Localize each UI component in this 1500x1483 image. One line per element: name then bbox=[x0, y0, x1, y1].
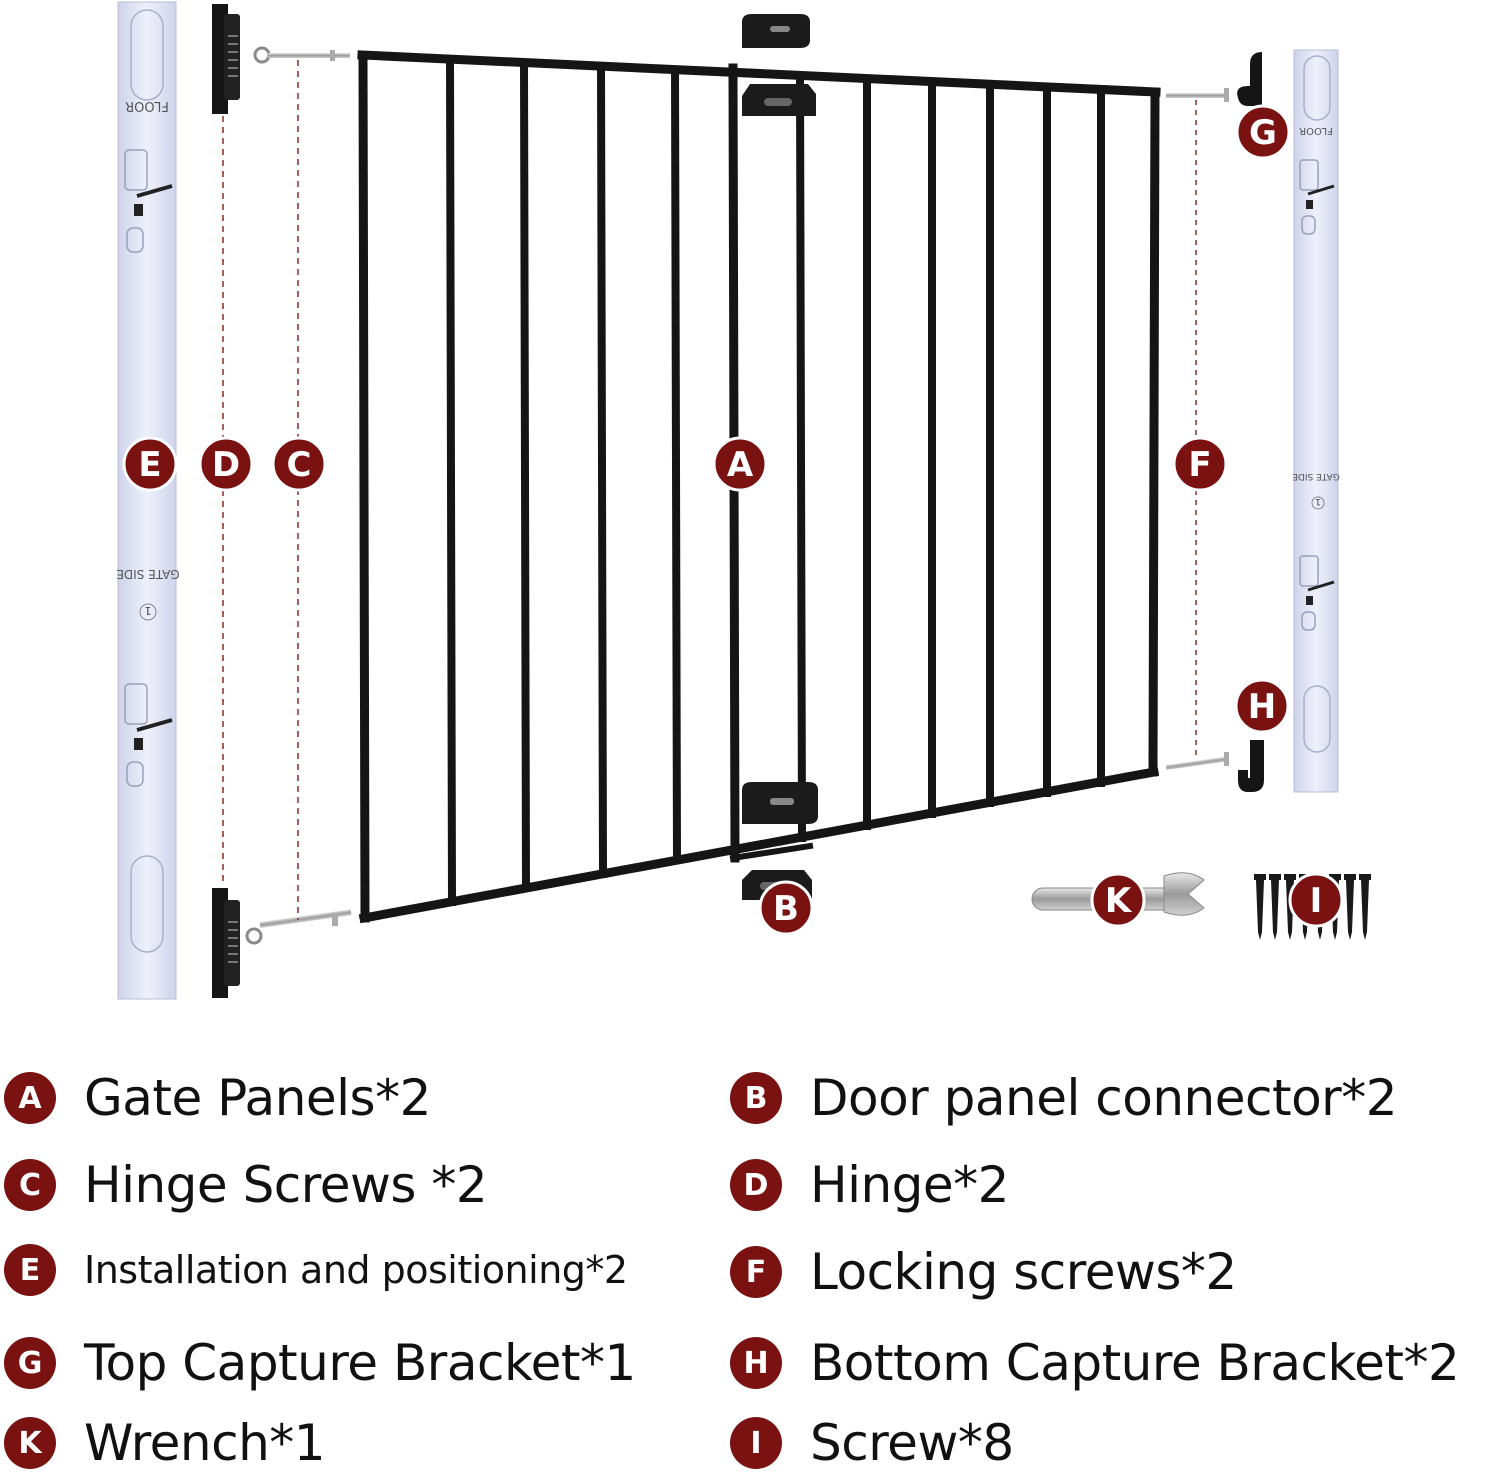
legend-item-i: I Screw*8 bbox=[730, 1403, 1014, 1483]
right-gate-side-label: GATE SIDE bbox=[1292, 471, 1340, 481]
legend-text-b: Door panel connector*2 bbox=[810, 1069, 1398, 1127]
legend-item-c: C Hinge Screws *2 bbox=[4, 1145, 488, 1225]
legend-item-a: A Gate Panels*2 bbox=[4, 1058, 431, 1138]
right-floor-label: FLOOR bbox=[1299, 125, 1333, 136]
bottom-capture-bracket bbox=[1238, 740, 1264, 792]
legend-item-e: E Installation and positioning*2 bbox=[4, 1230, 628, 1310]
callout-badge-k: K bbox=[1090, 872, 1146, 928]
bottom-hinge-screw bbox=[245, 909, 352, 945]
left-positioning-strip: FLOOR GATE SIDE 1 bbox=[116, 1, 180, 1000]
legend-badge-d: D bbox=[730, 1159, 782, 1211]
legend-badge-i: I bbox=[730, 1417, 782, 1469]
callout-c-letter: C bbox=[287, 445, 312, 485]
callout-f-letter: F bbox=[1188, 445, 1211, 485]
left-strip-clip-top bbox=[124, 149, 148, 253]
legend-badge-e: E bbox=[4, 1244, 56, 1296]
legend-text-a: Gate Panels*2 bbox=[84, 1069, 431, 1127]
callout-badge-f: F bbox=[1172, 436, 1228, 492]
callout-badge-b: B bbox=[758, 880, 814, 936]
legend-badge-c: C bbox=[4, 1159, 56, 1211]
callout-d-letter: D bbox=[212, 445, 240, 485]
gate-panels bbox=[357, 50, 1161, 924]
legend-item-f: F Locking screws*2 bbox=[730, 1232, 1237, 1312]
legend-badge-f: F bbox=[730, 1246, 782, 1298]
right-positioning-strip: FLOOR GATE SIDE 1 bbox=[1292, 49, 1340, 793]
top-hinge bbox=[212, 4, 240, 114]
callout-g-letter: G bbox=[1249, 113, 1277, 153]
gate-parts-diagram: FLOOR GATE SIDE 1 FLOOR GATE SIDE 1 bbox=[116, 1, 1371, 1000]
callout-badge-d: D bbox=[198, 436, 254, 492]
legend-text-k: Wrench*1 bbox=[84, 1414, 326, 1472]
left-strip-clip-bottom bbox=[124, 683, 148, 787]
right-strip-clip-bottom bbox=[1299, 555, 1319, 631]
legend-text-e: Installation and positioning*2 bbox=[84, 1248, 628, 1292]
callout-a-letter: A bbox=[727, 445, 754, 485]
legend-badge-a: A bbox=[4, 1072, 56, 1124]
bottom-connector bbox=[742, 782, 818, 824]
legend-item-g: G Top Capture Bracket*1 bbox=[4, 1323, 636, 1403]
legend-badge-g: G bbox=[4, 1337, 56, 1389]
parts-legend: A Gate Panels*2 B Door panel connector*2… bbox=[0, 1055, 1500, 1476]
legend-badge-b: B bbox=[730, 1072, 782, 1124]
callout-h-letter: H bbox=[1248, 687, 1276, 727]
top-hinge-screw bbox=[253, 46, 350, 64]
callout-badge-h: H bbox=[1234, 678, 1290, 734]
callout-badge-a: A bbox=[712, 436, 768, 492]
legend-item-b: B Door panel connector*2 bbox=[730, 1058, 1398, 1138]
bottom-locking-screw bbox=[1165, 752, 1229, 770]
bottom-hinge bbox=[212, 888, 240, 998]
legend-text-f: Locking screws*2 bbox=[810, 1243, 1237, 1301]
legend-text-d: Hinge*2 bbox=[810, 1156, 1010, 1214]
right-strip-clip-top bbox=[1299, 159, 1319, 235]
legend-item-d: D Hinge*2 bbox=[730, 1145, 1010, 1225]
legend-badge-k: K bbox=[4, 1417, 56, 1469]
callout-badge-i: I bbox=[1288, 872, 1344, 928]
legend-item-h: H Bottom Capture Bracket*2 bbox=[730, 1323, 1460, 1403]
left-strip-number: 1 bbox=[145, 604, 152, 617]
callout-badge-g: G bbox=[1235, 104, 1291, 160]
legend-text-i: Screw*8 bbox=[810, 1414, 1014, 1472]
callout-badge-e: E bbox=[122, 436, 178, 492]
top-connector bbox=[742, 14, 816, 116]
callout-e-letter: E bbox=[138, 445, 161, 485]
left-gate-side-label: GATE SIDE bbox=[116, 567, 179, 581]
callout-k-letter: K bbox=[1105, 881, 1133, 921]
callout-badge-c: C bbox=[271, 436, 327, 492]
callout-b-letter: B bbox=[773, 889, 799, 929]
callout-i-letter: I bbox=[1310, 881, 1323, 921]
legend-item-k: K Wrench*1 bbox=[4, 1403, 326, 1483]
legend-text-g: Top Capture Bracket*1 bbox=[84, 1334, 636, 1392]
legend-text-h: Bottom Capture Bracket*2 bbox=[810, 1334, 1460, 1392]
top-locking-screw bbox=[1166, 88, 1229, 102]
top-capture-bracket bbox=[1237, 52, 1262, 106]
legend-badge-h: H bbox=[730, 1337, 782, 1389]
right-strip-number: 1 bbox=[1315, 496, 1321, 506]
left-floor-label: FLOOR bbox=[125, 98, 169, 113]
legend-text-c: Hinge Screws *2 bbox=[84, 1156, 488, 1214]
